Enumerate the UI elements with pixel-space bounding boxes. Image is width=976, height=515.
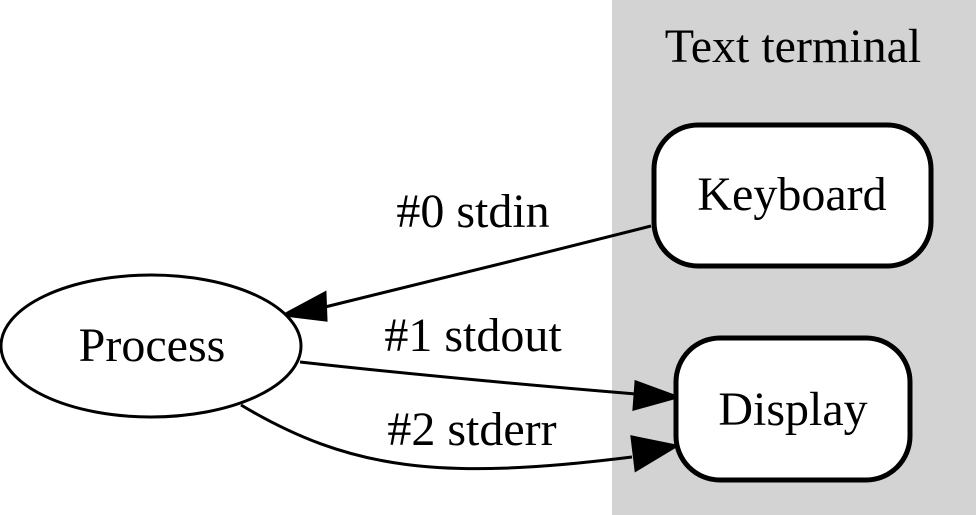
display-node — [673, 335, 913, 483]
edge-label-stderr: #2 stderr — [387, 403, 556, 456]
cluster-label: Text terminal — [665, 20, 922, 73]
display-node-label: Display — [718, 383, 867, 436]
edge-label-stdin: #0 stdin — [396, 185, 549, 238]
edge-stderr — [240, 403, 633, 471]
edge-stdout — [299, 360, 637, 396]
stdin-arrowhead — [279, 290, 328, 322]
edge-label-stdout: #1 stdout — [384, 309, 562, 362]
stdout-arrowhead — [632, 379, 682, 412]
process-node — [0, 273, 303, 419]
process-node-label: Process — [79, 319, 226, 372]
stderr-arrowhead — [630, 435, 681, 473]
edge-stdin — [324, 224, 652, 309]
keyboard-node — [651, 122, 934, 269]
keyboard-node-label: Keyboard — [697, 168, 886, 221]
